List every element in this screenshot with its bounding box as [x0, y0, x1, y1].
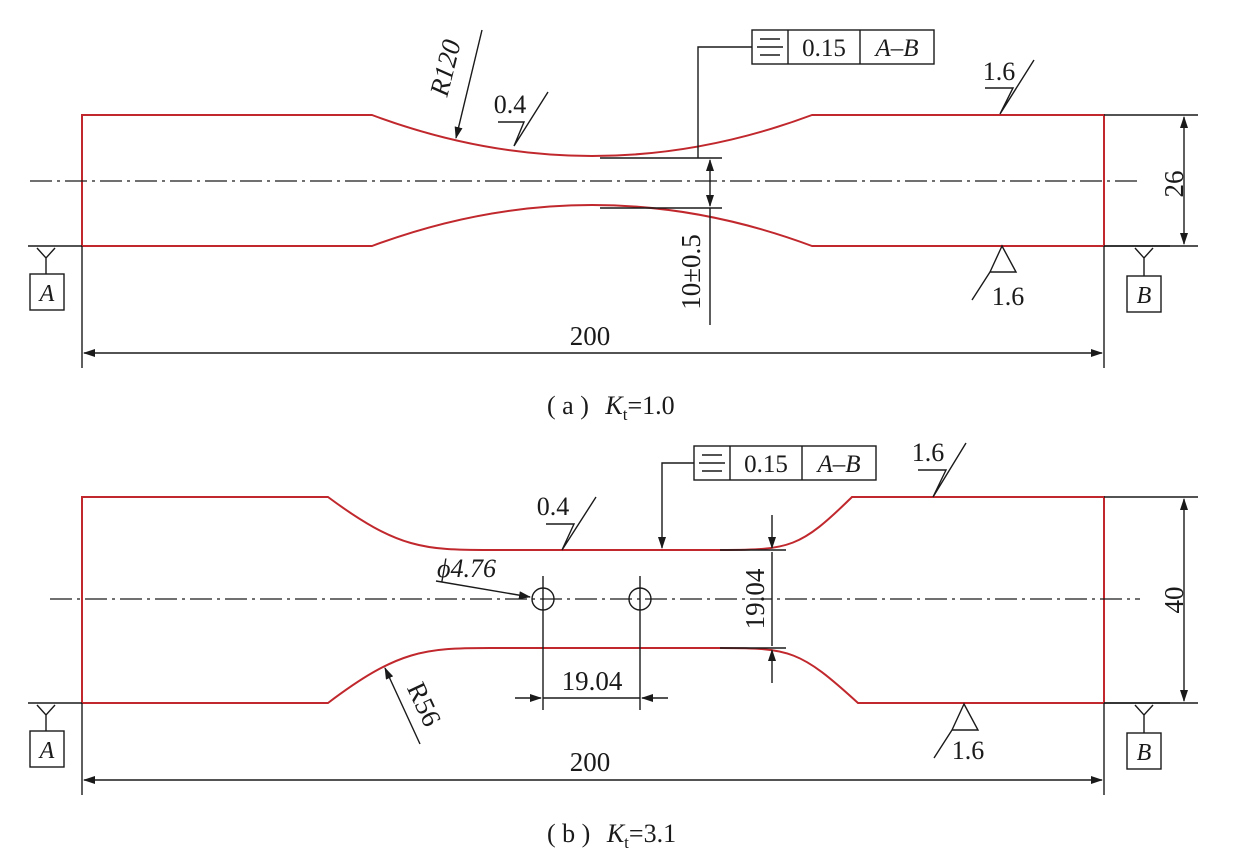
roughness-top-a: 1.6: [983, 57, 1016, 86]
radius-leader-b: [384, 667, 421, 745]
datum-box-a-left: [29, 273, 65, 311]
tolerance-datum-b: A–B: [815, 451, 860, 478]
datum-label-b-left: A: [38, 738, 55, 764]
roughness-neck-b: 0.4: [537, 492, 570, 521]
dim-length-b: 200: [570, 747, 611, 777]
datum-symbol-b-left: [36, 704, 56, 731]
hole-diameter-b: ϕ4.76: [437, 554, 496, 583]
roughness-symbol-bottom-b: [933, 702, 980, 759]
symmetry-icon-a: [757, 38, 783, 56]
datum-label-b-right: B: [1137, 283, 1152, 309]
datum-label-a-left: A: [38, 281, 55, 307]
roughness-symbol-top-a: [985, 59, 1035, 115]
datum-box-b-left: [29, 730, 65, 768]
radius-leader-a: [454, 29, 483, 139]
datum-symbol-b-right: [1134, 247, 1154, 276]
roughness-top-b: 1.6: [912, 438, 945, 467]
datum-box-b-right2: [1126, 732, 1162, 770]
tolerance-value-a: 0.15: [802, 35, 846, 62]
extension-lines-a: [28, 114, 1198, 368]
roughness-symbol-bottom-a: [971, 244, 1018, 301]
hole-leader-b: [435, 580, 531, 600]
datum-label-b-right2: B: [1137, 740, 1152, 766]
holes-b: [531, 576, 652, 622]
roughness-symbol-neck-b: [546, 496, 597, 551]
roughness-symbol-top-b: [918, 442, 967, 498]
dim-neck-a: 10±0.5: [676, 234, 706, 310]
tolerance-datum-a: A–B: [873, 35, 918, 62]
tolerance-frame-b: [693, 445, 877, 481]
tolerance-value-b: 0.15: [744, 451, 788, 478]
roughness-bottom-b: 1.6: [952, 736, 985, 765]
dim-width-b: 40: [1159, 587, 1189, 614]
dim-neck-b: 19.04: [740, 568, 770, 629]
roughness-neck-a: 0.4: [494, 90, 527, 119]
figure-b: 40 200 19.04 19.04 ϕ4.76 R56 0.4 1.6: [28, 438, 1198, 852]
datum-symbol-a-left: [36, 247, 56, 274]
datum-box-b-right: [1126, 275, 1162, 313]
radius-label-b: R56: [401, 677, 447, 730]
extension-lines-b: [28, 496, 1198, 795]
radius-label-a: R120: [424, 36, 467, 100]
datum-symbol-b-right2: [1134, 704, 1154, 733]
tolerance-leader-a: [697, 46, 752, 158]
dim-width-a: 26: [1159, 171, 1189, 198]
dim-hole-spacing-b: 19.04: [562, 666, 623, 696]
roughness-bottom-a: 1.6: [992, 282, 1025, 311]
dim-length-a: 200: [570, 321, 611, 351]
roughness-symbol-neck-a: [498, 91, 549, 147]
figure-a: 26 200 10±0.5 R120 0.4 1.6 1.6: [28, 29, 1198, 424]
tolerance-frame-a: [751, 29, 935, 65]
caption-a: ( a ) Kt=1.0: [547, 391, 675, 424]
symmetry-icon-b: [699, 454, 725, 472]
tolerance-leader-b: [658, 462, 694, 549]
caption-b: ( b ) Kt=3.1: [547, 819, 676, 852]
